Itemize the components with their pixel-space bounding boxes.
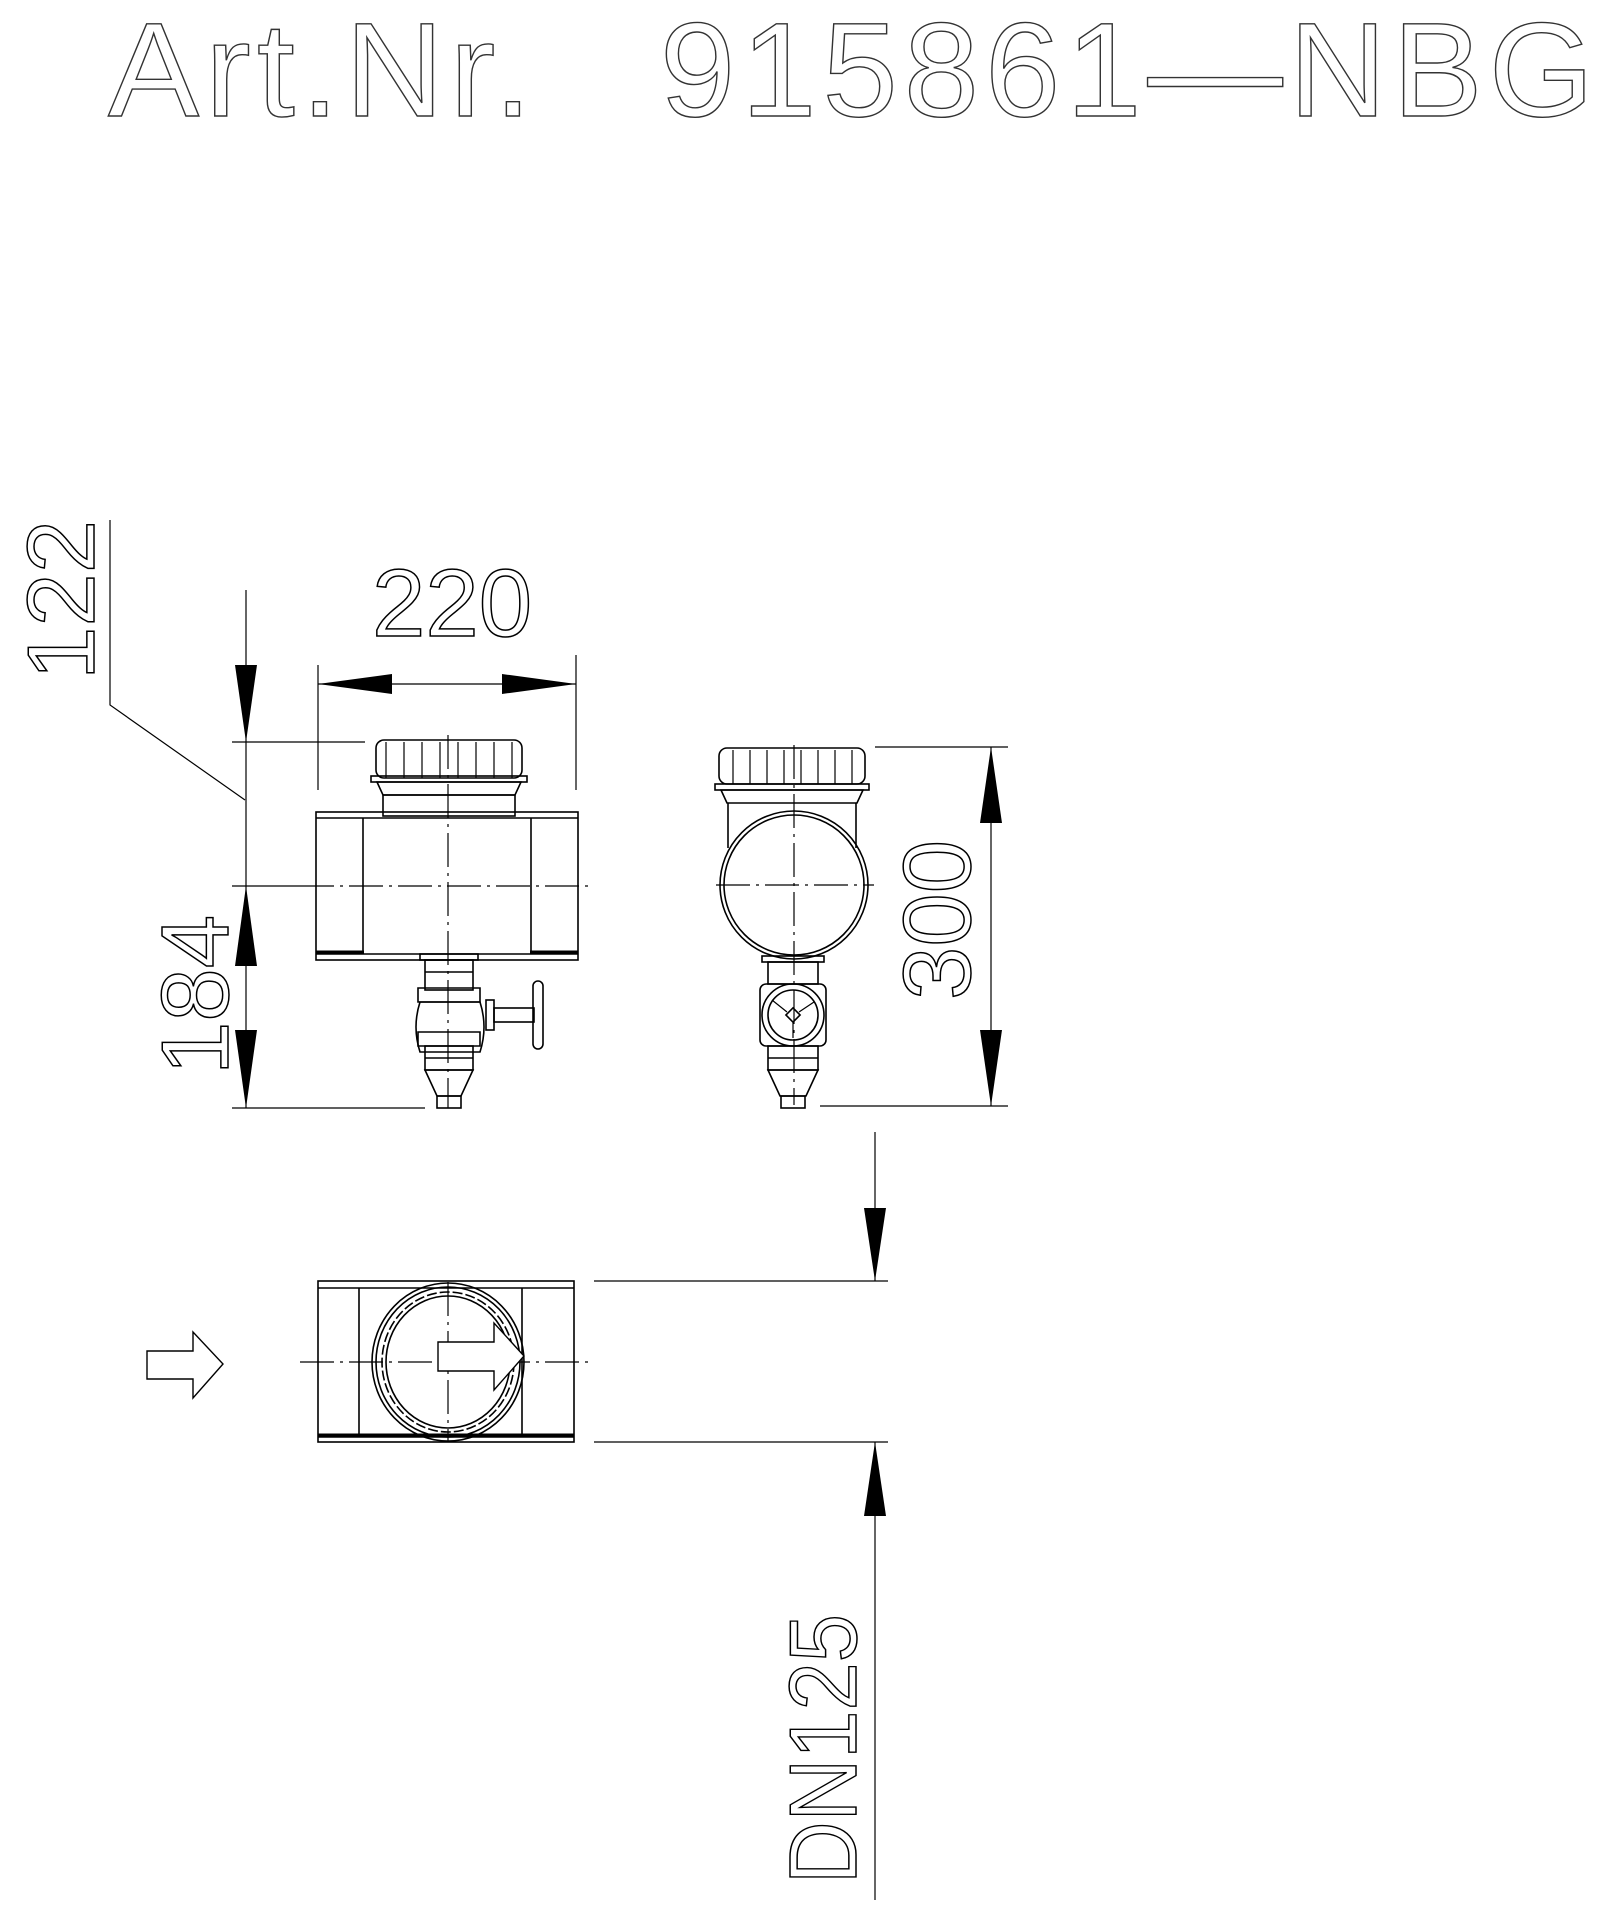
side-cap-flange [714, 783, 870, 791]
arrow-left-220 [318, 674, 392, 694]
article-number: 915861—NBG [660, 0, 1600, 145]
outlet-tip [436, 1095, 462, 1109]
top-view: DN125 [146, 1132, 888, 1900]
arrow-up-dn [864, 1442, 886, 1516]
dim-label-dn: DN125 [770, 1614, 877, 1884]
dim-label-300: 300 [884, 840, 991, 1000]
cap-collar [375, 781, 523, 796]
arrow-up-184 [235, 886, 257, 966]
cap-flange [370, 775, 528, 783]
drain-boss [419, 953, 479, 961]
arrow-down-300 [980, 1030, 1002, 1106]
arrow-up-300 [980, 747, 1002, 823]
valve-nut-bottom [417, 1031, 481, 1047]
valve-handle [532, 980, 544, 1050]
side-cap [718, 747, 866, 785]
title-label: Art.Nr. [108, 0, 538, 145]
side-view: 300 [714, 745, 1008, 1109]
neck [382, 794, 516, 817]
leader-line-122 [109, 520, 246, 801]
arrow-right-220 [502, 674, 576, 694]
arrow-down-dn [864, 1208, 886, 1281]
valve-stem-base [485, 999, 495, 1031]
title-block: Art.Nr. 915861—NBG [107, 0, 1600, 146]
dim-label-220: 220 [372, 550, 532, 657]
cap-body [375, 739, 523, 779]
outlet-cone [423, 1069, 475, 1097]
cap-ribs [385, 742, 513, 778]
arrow-down-184 [235, 1030, 257, 1108]
drain-pipe [424, 959, 474, 991]
valve-body [415, 1001, 485, 1053]
flow-arrow-inlet [146, 1330, 224, 1400]
handwheel-hub [784, 1006, 802, 1024]
front-view: 220 122 184 [7, 519, 592, 1109]
flow-arrow-outlet [437, 1321, 525, 1392]
dim-label-122: 122 [8, 520, 115, 680]
arrow-down-122 [235, 665, 257, 742]
valve-stem [493, 1007, 535, 1023]
dim-label-184: 184 [142, 915, 249, 1075]
